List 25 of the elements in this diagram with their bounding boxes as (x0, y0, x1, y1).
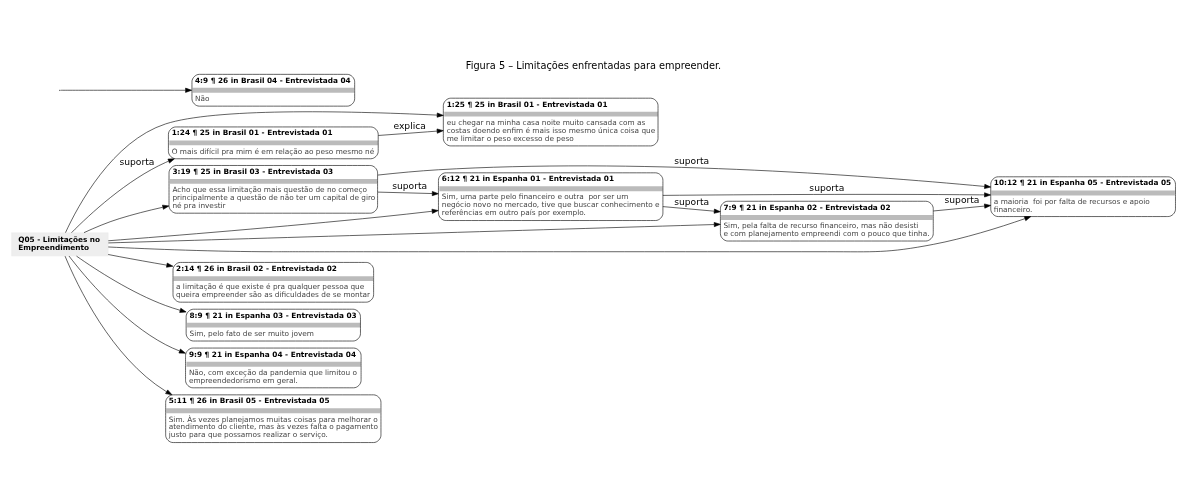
arrow (377, 165, 992, 189)
arrow (64, 255, 173, 395)
arrow (662, 205, 721, 214)
arrow (83, 204, 170, 233)
edge-label: explica (393, 119, 426, 131)
arrow (377, 190, 439, 196)
edge-label: suporta (809, 181, 845, 193)
arrow (378, 128, 444, 136)
arrow (107, 215, 1032, 252)
arrow (71, 158, 175, 233)
arrow (662, 191, 991, 197)
edge-label: suporta (392, 179, 428, 191)
edge-label: suporta (674, 195, 710, 207)
arrow (933, 203, 991, 211)
arrow (68, 255, 186, 353)
edge-label: suporta (944, 193, 980, 205)
arrow (60, 87, 192, 93)
arrow (65, 110, 444, 233)
edge-label: suporta (674, 154, 710, 166)
arrow (108, 221, 721, 243)
edge-label: suporta (119, 155, 155, 167)
diagram-title: Figura 5 – Limitações enfrentadas para empreender. (465, 59, 722, 71)
arrow (107, 253, 174, 268)
arrow (76, 255, 187, 313)
arrow (108, 208, 439, 241)
